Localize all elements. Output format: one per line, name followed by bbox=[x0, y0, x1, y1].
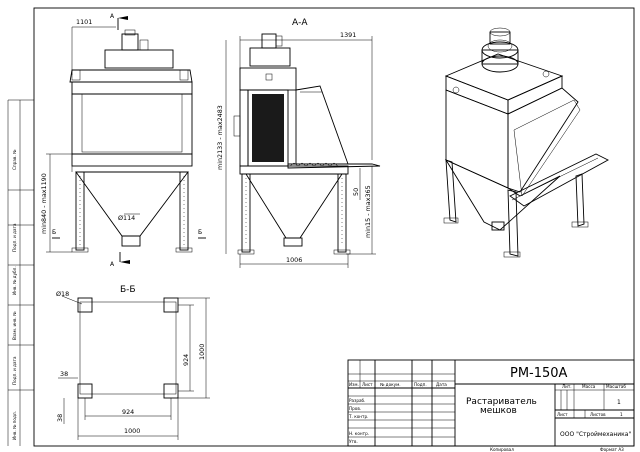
dim-plan-offset-top: 38 bbox=[60, 370, 68, 378]
margin-label-4: Взам. инв. № bbox=[12, 311, 17, 340]
stamp-row-approved: Утв. bbox=[349, 439, 358, 444]
sheet-frame bbox=[33, 7, 635, 447]
stamp-sheets-count: 1 bbox=[620, 412, 623, 417]
stamp-col-sign: Подп. bbox=[414, 382, 427, 387]
margin-label-5: Подп. и дата bbox=[12, 356, 17, 385]
section-a-bottom-label: А bbox=[110, 261, 115, 268]
dim-plan-outer-w: 1000 bbox=[124, 427, 140, 435]
dim-plan-inner-w: 924 bbox=[122, 408, 134, 416]
section-bb-view: Б-Б Ø18 924 1000 38 38 924 1000 bbox=[56, 285, 210, 440]
margin-label-6: Инв. № подл. bbox=[12, 411, 17, 440]
dim-plan-offset-left: 38 bbox=[56, 414, 64, 422]
dim-side-step: 50 bbox=[352, 188, 360, 196]
title-line-1: Растариватель bbox=[466, 397, 537, 407]
dim-front-width: 1101 bbox=[76, 18, 92, 26]
stamp-row-tcontrol: Т. контр. bbox=[348, 414, 368, 419]
dim-side-leg: min15 - max365 bbox=[364, 185, 372, 238]
cut-b-right: Б bbox=[198, 229, 202, 236]
margin-label-2: Подп. и дата bbox=[12, 223, 17, 252]
left-margin-strip: Справ. № Подп. и дата Инв. № дубл. Взам.… bbox=[7, 99, 34, 446]
stamp-mass: Масса bbox=[582, 384, 596, 389]
section-aa-title: А-А bbox=[292, 18, 308, 28]
stamp-scale-value: 1 bbox=[617, 399, 621, 406]
title-line-2: мешков bbox=[480, 406, 517, 416]
dim-side-width-top: 1391 bbox=[340, 31, 356, 39]
stamp-col-izm: Изм. bbox=[349, 382, 359, 387]
dim-side-width-bottom: 1006 bbox=[286, 256, 302, 264]
cut-b-left: Б bbox=[52, 229, 56, 236]
dim-side-height: min2133 - max2483 bbox=[216, 105, 224, 170]
dim-plan-inner-h: 924 bbox=[182, 354, 190, 366]
section-aa-view: А-А 1391 min bbox=[216, 18, 381, 268]
stamp-lit: Лит. bbox=[562, 384, 572, 389]
dim-outlet-dia: Ø114 bbox=[118, 214, 135, 222]
dim-hole-dia: Ø18 bbox=[56, 290, 69, 298]
dim-front-height: min840 - max1190 bbox=[40, 173, 48, 234]
isometric-view bbox=[443, 27, 609, 258]
stamp-col-doc: № докум. bbox=[380, 382, 401, 387]
section-bb-title: Б-Б bbox=[120, 285, 136, 295]
dim-plan-outer-h: 1000 bbox=[198, 344, 206, 360]
copied-label: Копировал bbox=[490, 447, 514, 452]
stamp-row-developer: Разраб. bbox=[349, 398, 365, 403]
stamp-row-checked: Пров. bbox=[349, 406, 361, 411]
stamp-col-date: Дата bbox=[436, 382, 447, 387]
section-a-top-label: А bbox=[110, 13, 115, 20]
stamp-col-list: Лист bbox=[362, 382, 373, 387]
title-block: РМ-150А Изм. Лист № докум. Подп. Дата Ра… bbox=[347, 359, 635, 452]
stamp-sheet: Лист bbox=[557, 412, 568, 417]
stamp-row-ncontrol: Н. контр. bbox=[349, 431, 369, 436]
company-name: ООО "Строймеханика" bbox=[560, 431, 631, 438]
front-view: 1101 А Ø114 bbox=[40, 13, 206, 268]
margin-label-3: Инв. № дубл. bbox=[12, 266, 17, 295]
designation: РМ-150А bbox=[510, 366, 568, 381]
stamp-scale-header: Масштаб bbox=[606, 384, 626, 389]
format-label: Формат А3 bbox=[600, 447, 624, 452]
margin-label-0: Справ. № bbox=[12, 149, 17, 170]
stamp-sheets: Листов bbox=[590, 412, 606, 417]
